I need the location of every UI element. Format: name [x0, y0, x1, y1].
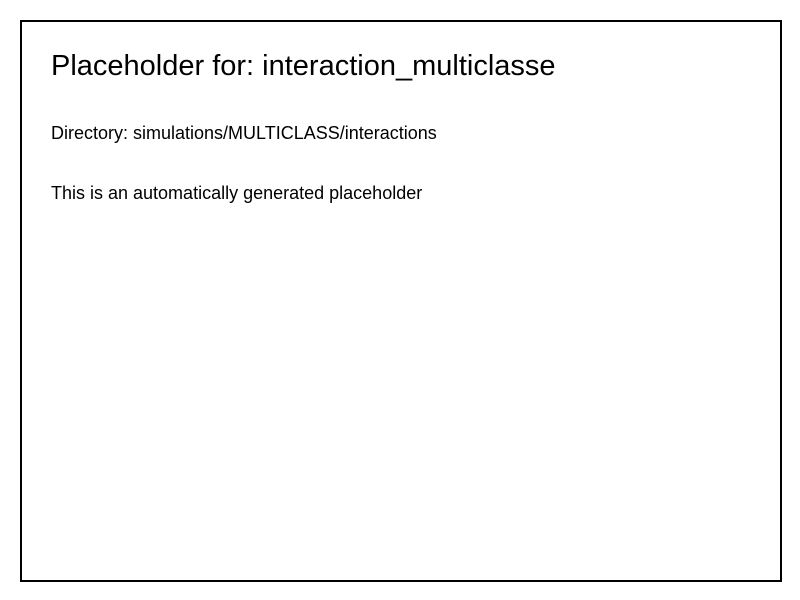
- placeholder-note: This is an automatically generated place…: [51, 183, 423, 203]
- directory-path: Directory: simulations/MULTICLASS/intera…: [51, 123, 437, 143]
- placeholder-title: Placeholder for: interaction_multiclasse: [51, 50, 556, 82]
- placeholder-frame: Placeholder for: interaction_multiclasse…: [20, 20, 782, 582]
